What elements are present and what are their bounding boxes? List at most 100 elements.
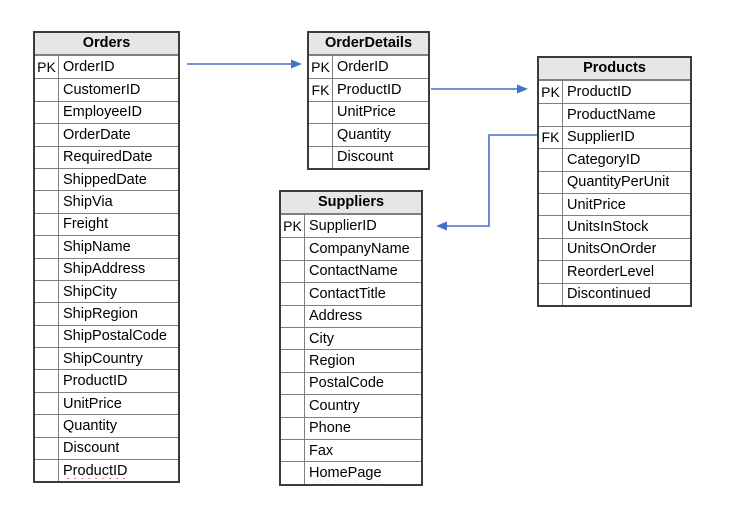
field-name: UnitsOnOrder [567, 241, 657, 258]
key-cell [35, 168, 59, 191]
key-cell [539, 283, 563, 305]
table-header: Orders [35, 33, 178, 56]
key-cell [539, 149, 563, 171]
key-cell: PK [309, 56, 333, 79]
field-row: UnitsOnOrder [539, 237, 690, 261]
field-name: Freight [63, 216, 109, 233]
field-row: ShipRegion [35, 302, 178, 325]
field-row: Region [281, 349, 421, 372]
field-row: Discontinued [539, 282, 690, 305]
key-cell [35, 258, 59, 280]
key-cell [281, 305, 305, 327]
key-cell [35, 370, 59, 392]
table-header: Suppliers [281, 192, 421, 215]
field-name: CustomerID [63, 82, 141, 99]
field-row: Freight [35, 212, 178, 236]
key-cell [35, 79, 59, 101]
field-row: ShipAddress [35, 257, 178, 280]
field-name: ShipCity [63, 283, 117, 300]
field-row: UnitPrice [35, 391, 178, 415]
key-cell [539, 261, 563, 283]
field-row: ContactName [281, 259, 421, 283]
field-row: ContactTitle [281, 282, 421, 305]
field-name: ReorderLevel [567, 263, 655, 280]
field-row: ProductName [539, 103, 690, 126]
key-cell [35, 392, 59, 415]
field-row: Country [281, 394, 421, 417]
field-row: Address [281, 304, 421, 327]
field-row: ProductID [35, 369, 178, 392]
field-name: ProductID [63, 462, 128, 479]
key-cell [35, 213, 59, 236]
key-cell [35, 460, 59, 482]
field-name: Fax [309, 442, 334, 459]
field-name: Discount [63, 440, 120, 457]
field-row: ProductID [35, 459, 178, 482]
arrow-products-to-suppliers[interactable] [436, 134, 538, 231]
field-name: RequiredDate [63, 149, 153, 166]
field-name: ContactName [309, 263, 398, 280]
field-row: Fax [281, 438, 421, 462]
key-cell [281, 283, 305, 305]
table-header: Products [539, 58, 690, 81]
field-row: ShipCountry [35, 347, 178, 370]
field-name: ProductName [567, 107, 656, 124]
key-cell [539, 238, 563, 261]
field-row: UnitPrice [309, 100, 428, 124]
field-name: Discontinued [567, 286, 651, 303]
field-row: RequiredDate [35, 145, 178, 168]
field-name: Region [309, 353, 355, 370]
field-row: ShipCity [35, 279, 178, 303]
field-row: PostalCode [281, 371, 421, 395]
key-cell [281, 260, 305, 283]
field-name: City [309, 330, 334, 347]
field-name: ContactTitle [309, 285, 386, 302]
key-cell [35, 348, 59, 370]
field-row: CustomerID [35, 78, 178, 101]
field-row: HomePage [281, 461, 421, 484]
field-name: UnitPrice [337, 104, 396, 121]
field-name: OrderDate [63, 126, 131, 143]
field-name: UnitPrice [63, 395, 122, 412]
field-name: Discount [337, 149, 394, 166]
field-row: Phone [281, 416, 421, 439]
key-cell [539, 104, 563, 126]
key-cell [35, 437, 59, 460]
key-cell [35, 191, 59, 213]
key-cell [309, 146, 333, 168]
field-name: Quantity [63, 417, 117, 434]
field-name: Address [309, 308, 363, 325]
field-name: ProductID [63, 373, 128, 390]
field-row: ShipVia [35, 190, 178, 213]
field-row: ShipName [35, 235, 178, 258]
field-name: SupplierID [309, 218, 377, 235]
field-name: ShippedDate [63, 171, 147, 188]
field-name: Country [309, 397, 360, 414]
field-row: Quantity [309, 123, 428, 146]
key-cell [539, 171, 563, 193]
key-cell [281, 238, 305, 260]
field-name: ProductID [567, 84, 632, 101]
field-name: UnitPrice [567, 196, 626, 213]
key-cell [35, 325, 59, 348]
field-row: CompanyName [281, 237, 421, 260]
key-cell [281, 395, 305, 417]
field-name: Quantity [337, 126, 391, 143]
field-name: Phone [309, 420, 351, 437]
key-cell [281, 327, 305, 350]
key-cell: FK [309, 79, 333, 101]
field-row: Discount [309, 145, 428, 168]
